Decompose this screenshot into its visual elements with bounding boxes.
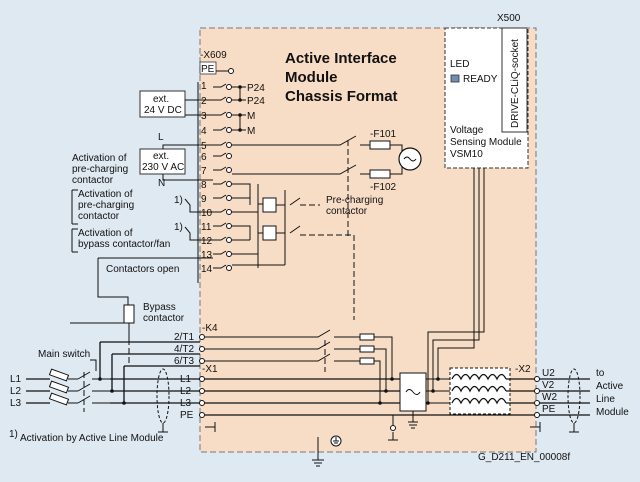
x609-terminal-strip: -X609 PE 1 2 3 4 5 6 7 8 9 10 11 12 13 1… <box>197 50 234 283</box>
mains-l2-label: L2 <box>10 386 22 397</box>
vsm-name-line1: Voltage <box>450 125 484 136</box>
precharge-relay-2 <box>262 225 277 241</box>
contactors-open-label: Contactors open <box>106 264 179 275</box>
terminal-2: 2 <box>201 96 207 107</box>
k4-t3-label: 6/T3 <box>174 356 194 367</box>
activation-precharge-1-line1: Activation of <box>72 153 127 164</box>
drive-cliq-label: DRIVE-CLiQ-socket <box>510 39 521 128</box>
x2-cable-shield <box>567 368 581 424</box>
ext-24vdc-line2: 24 V DC <box>144 105 182 116</box>
x2-label: -X2 <box>515 364 531 375</box>
precharge-relay-1 <box>262 197 277 213</box>
footnote-mark-b: 1) <box>174 222 183 233</box>
terminal-6: 6 <box>201 152 207 163</box>
terminal-14: 14 <box>201 264 213 275</box>
precharging-contactor-line1: Pre-charging <box>326 195 383 206</box>
vsm-name-line2: Sensing Module <box>450 137 522 148</box>
precharge-resistor-2 <box>359 345 375 353</box>
terminal-9: 9 <box>201 194 207 205</box>
terminal-11: 11 <box>201 222 212 233</box>
bypass-contactor-line1: Bypass <box>143 302 176 313</box>
mains-l1-label: L1 <box>10 374 22 385</box>
x609-pe-box <box>199 61 217 75</box>
k4-label: -K4 <box>202 323 218 334</box>
ext-24vdc-line1: ext. <box>153 94 169 105</box>
x1-label: -X1 <box>202 364 218 375</box>
p24-label-b: P24 <box>247 96 265 107</box>
main-switch-label: Main switch <box>38 349 90 360</box>
module-title-line3: Chassis Format <box>285 88 398 105</box>
bypass-contactor-coil <box>123 304 135 324</box>
drive-cliq-socket <box>501 27 528 133</box>
f102-label: -F102 <box>370 182 397 193</box>
fuse-f102 <box>369 169 391 179</box>
vsm-sense-wires <box>427 168 485 394</box>
drawing-code: G_D211_EN_00008f <box>478 452 570 463</box>
terminal-1: 1 <box>201 81 207 92</box>
m-label-b: M <box>247 126 255 137</box>
x609-label: -X609 <box>200 50 227 61</box>
ext-230vac-line1: ext. <box>153 151 169 162</box>
terminal-13: 13 <box>201 250 213 261</box>
terminal-5: 5 <box>201 141 207 152</box>
x609-pe-label: PE <box>201 64 215 75</box>
terminal-10: 10 <box>201 208 213 219</box>
x500-label: X500 <box>497 13 521 24</box>
m-label-a: M <box>247 111 255 122</box>
precharging-contactor-line2: contactor <box>326 206 368 217</box>
n-label: N <box>158 178 165 189</box>
k4-t2-label: 4/T2 <box>174 344 194 355</box>
k4-t1-label: 2/T1 <box>174 332 194 343</box>
mains-cable-shield <box>156 368 170 424</box>
mains-l3-label: L3 <box>10 398 22 409</box>
ext-230vac-line2: 230 V AC <box>142 162 184 173</box>
terminal-4: 4 <box>201 126 207 137</box>
main-switch-fuses <box>48 368 70 406</box>
to-line3: Line <box>596 394 615 405</box>
activation-bypass-line2: bypass contactor/fan <box>78 239 170 250</box>
ready-led-icon <box>450 74 460 83</box>
footnote-mark: 1) <box>9 429 18 440</box>
f101-label: -F101 <box>370 129 397 140</box>
x2-u2-label: U2 <box>542 368 555 379</box>
activation-precharge-1-line2: pre-charging <box>72 164 128 175</box>
terminal-12: 12 <box>201 236 213 247</box>
activation-precharge-2-line3: contactor <box>78 211 120 222</box>
ready-label: READY <box>463 74 498 85</box>
module-title-line1: Active Interface <box>285 50 397 67</box>
module-title-line2: Module <box>285 69 338 86</box>
x2-w2-label: W2 <box>542 392 557 403</box>
p24-label-a: P24 <box>247 83 265 94</box>
activation-bypass-line1: Activation of <box>78 228 133 239</box>
activation-precharge-2-line1: Activation of <box>78 189 133 200</box>
precharge-resistor-3 <box>359 357 375 365</box>
x2-v2-label: V2 <box>542 380 555 391</box>
footnote-mark-a: 1) <box>174 195 183 206</box>
l-label: L <box>158 132 164 143</box>
ext-24vdc-box <box>139 90 186 118</box>
activation-precharge-1-line3: contactor <box>72 175 114 186</box>
vsm-name-line3: VSM10 <box>450 149 483 160</box>
to-line4: Module <box>596 407 629 418</box>
terminal-3: 3 <box>201 111 207 122</box>
activation-precharge-2-line2: pre-charging <box>78 200 134 211</box>
fuse-f101 <box>369 140 391 150</box>
terminal-7: 7 <box>201 166 207 177</box>
precharge-resistor-1 <box>359 333 375 341</box>
to-line2: Active <box>596 381 624 392</box>
footnote-text: Activation by Active Line Module <box>20 433 164 444</box>
bypass-contactor-line2: contactor <box>143 313 185 324</box>
ext-230vac-box <box>139 148 186 175</box>
to-line1: to <box>596 368 605 379</box>
led-label: LED <box>450 59 469 70</box>
x1-pe-label: PE <box>180 410 194 421</box>
x2-pe-label: PE <box>542 404 556 415</box>
terminal-8: 8 <box>201 180 207 191</box>
